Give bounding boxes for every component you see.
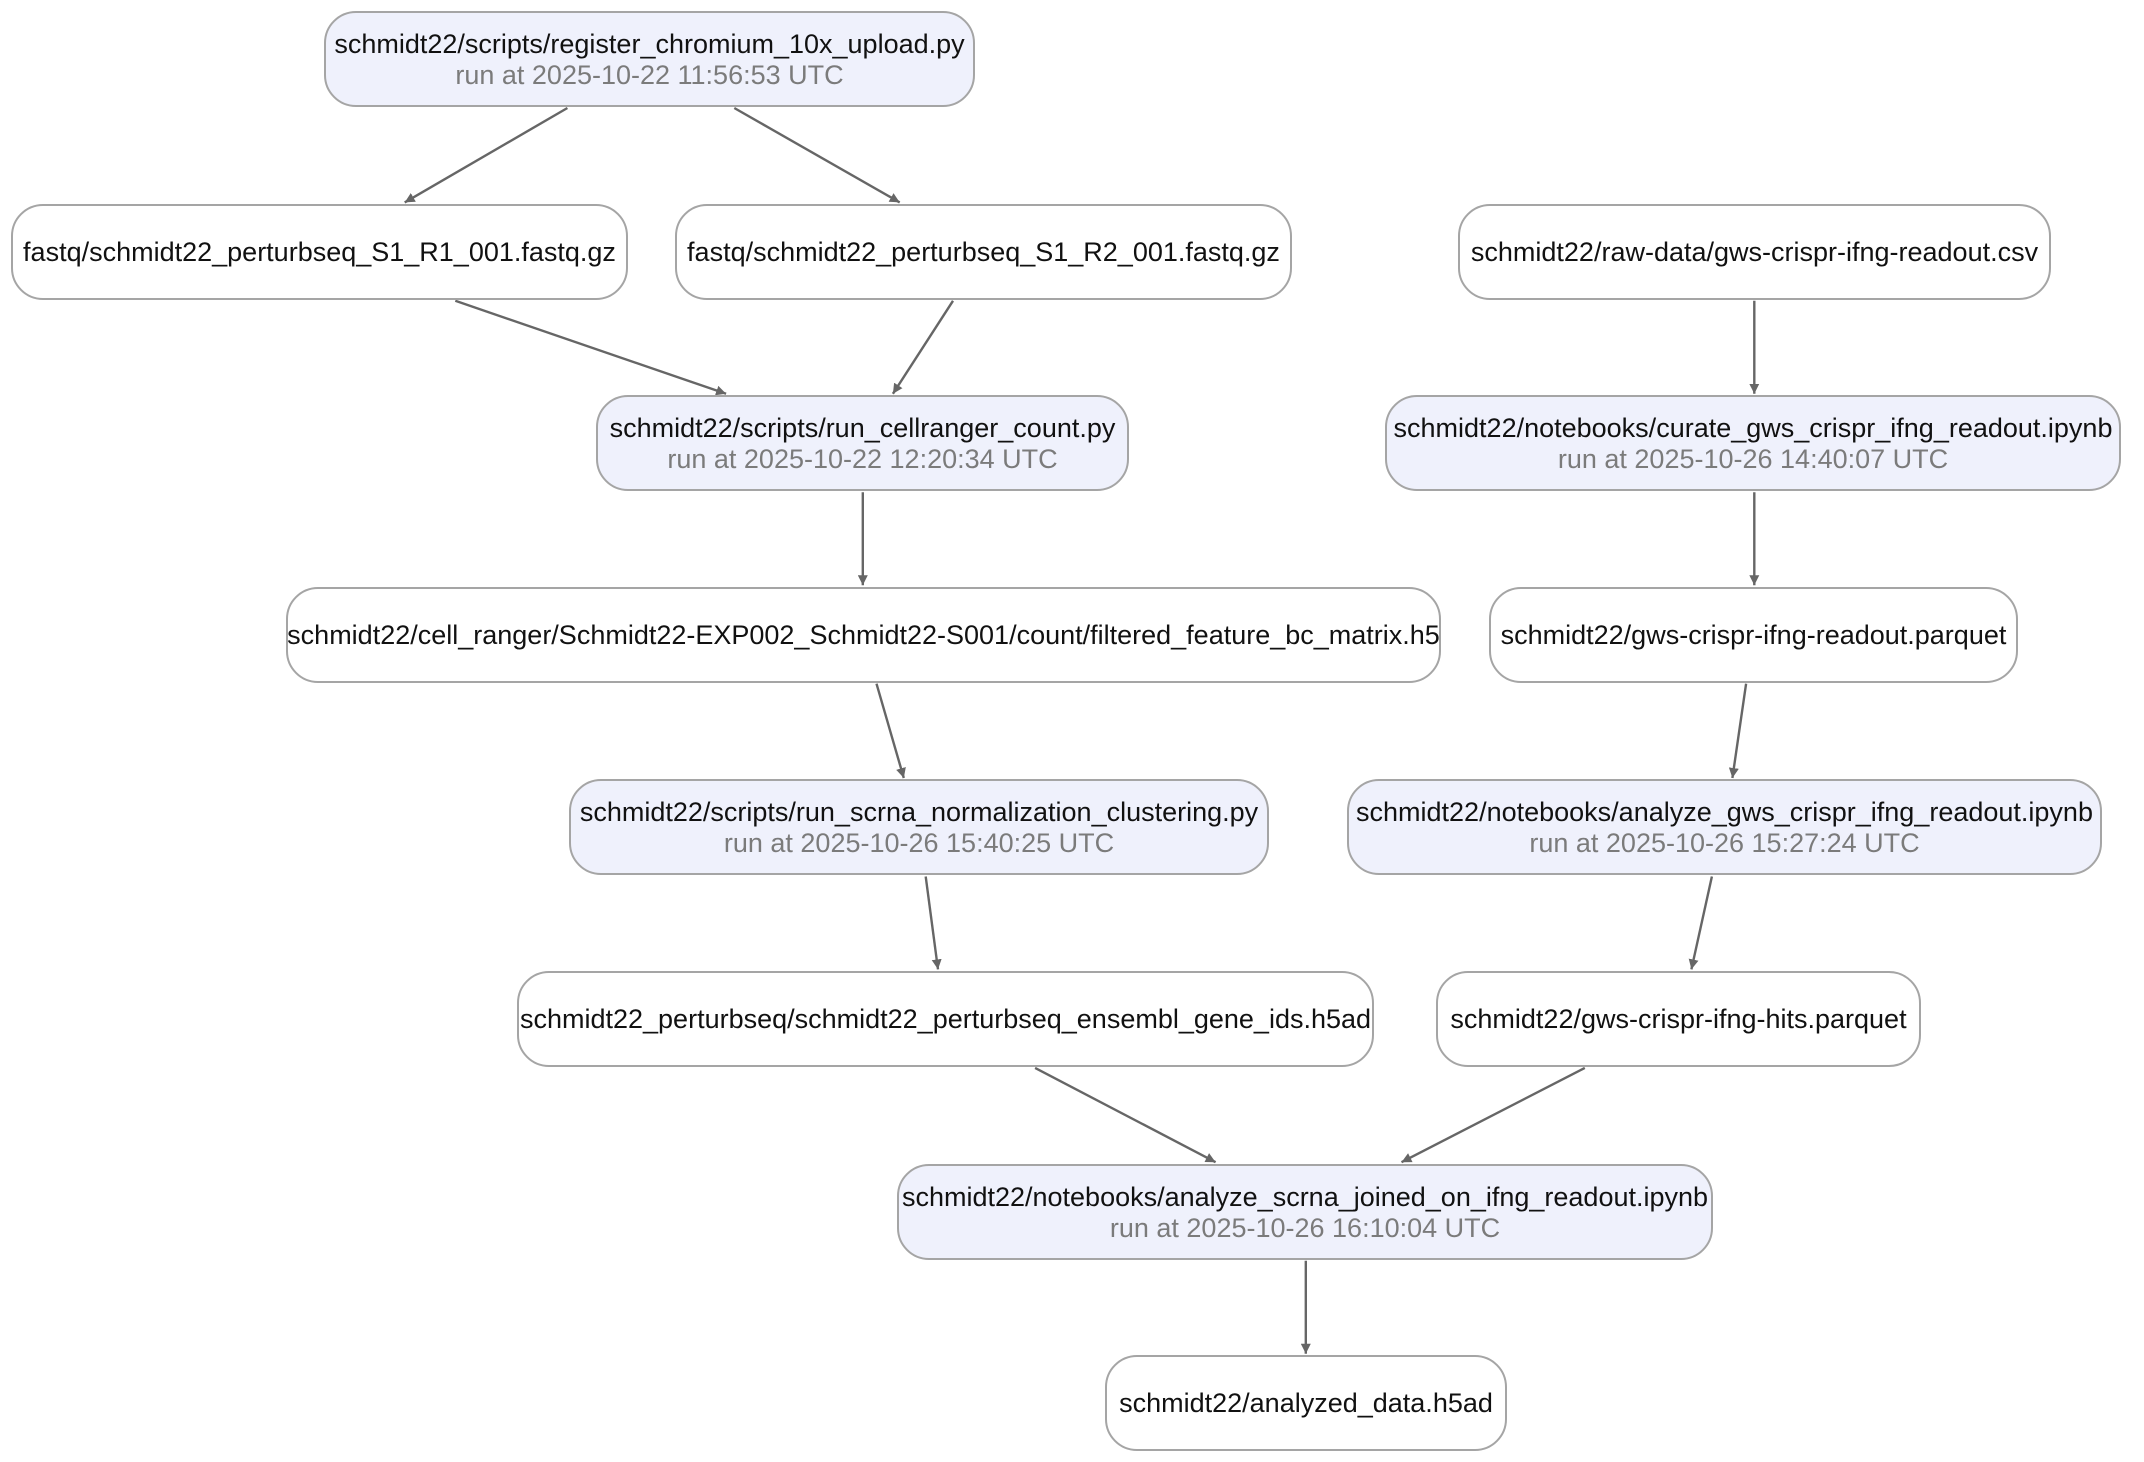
node-title: schmidt22/raw-data/gws-crispr-ifng-reado… (1470, 237, 2039, 267)
node-title: fastq/schmidt22_perturbseq_S1_R2_001.fas… (687, 237, 1280, 267)
artifact-node[interactable]: schmidt22_perturbseq/schmidt22_perturbse… (517, 971, 1374, 1067)
node-run-timestamp: run at 2025-10-22 11:56:53 UTC (455, 60, 844, 90)
edge-arrow (733, 106, 901, 204)
edge-arrow (1728, 683, 1748, 779)
node-title: schmidt22/notebooks/curate_gws_crispr_if… (1393, 413, 2113, 443)
run-node[interactable]: schmidt22/notebooks/analyze_gws_crispr_i… (1347, 779, 2102, 875)
edge-arrow (891, 300, 955, 395)
artifact-node[interactable]: fastq/schmidt22_perturbseq_S1_R2_001.fas… (675, 204, 1292, 300)
edge-arrow (875, 683, 906, 779)
node-title: fastq/schmidt22_perturbseq_S1_R1_001.fas… (23, 237, 616, 267)
node-title: schmidt22/scripts/register_chromium_10x_… (334, 29, 965, 59)
run-node[interactable]: schmidt22/notebooks/analyze_scrna_joined… (897, 1164, 1713, 1260)
artifact-node[interactable]: schmidt22/gws-crispr-ifng-readout.parque… (1489, 587, 2018, 683)
node-run-timestamp: run at 2025-10-22 12:20:34 UTC (667, 444, 1058, 474)
node-run-timestamp: run at 2025-10-26 15:40:25 UTC (723, 828, 1115, 858)
node-run-timestamp: run at 2025-10-26 16:10:04 UTC (1109, 1213, 1501, 1243)
artifact-node[interactable]: fastq/schmidt22_perturbseq_S1_R1_001.fas… (11, 204, 628, 300)
node-run-timestamp: run at 2025-10-26 15:27:24 UTC (1529, 828, 1920, 858)
artifact-node[interactable]: schmidt22/analyzed_data.h5ad (1105, 1355, 1507, 1451)
edge-arrow (1400, 1066, 1586, 1164)
run-node[interactable]: schmidt22/notebooks/curate_gws_crispr_if… (1385, 395, 2121, 491)
edge-arrow (1688, 876, 1714, 970)
artifact-node[interactable]: schmidt22/cell_ranger/Schmidt22-EXP002_S… (286, 587, 1441, 683)
node-run-timestamp: run at 2025-10-26 14:40:07 UTC (1557, 444, 1949, 474)
run-node[interactable]: schmidt22/scripts/register_chromium_10x_… (324, 11, 975, 107)
artifact-node[interactable]: schmidt22/raw-data/gws-crispr-ifng-reado… (1458, 204, 2051, 300)
edge-arrow (454, 299, 727, 396)
node-title: schmidt22_perturbseq/schmidt22_perturbse… (519, 1004, 1372, 1034)
node-title: schmidt22/analyzed_data.h5ad (1119, 1388, 1493, 1418)
edge-arrow (1034, 1066, 1217, 1164)
node-title: schmidt22/gws-crispr-ifng-hits.parquet (1450, 1004, 1907, 1034)
node-title: schmidt22/gws-crispr-ifng-readout.parque… (1500, 620, 2007, 650)
node-title: schmidt22/notebooks/analyze_gws_crispr_i… (1356, 797, 2093, 827)
node-title: schmidt22/scripts/run_scrna_normalizatio… (579, 797, 1259, 827)
edge-arrow (924, 876, 942, 970)
artifact-node[interactable]: schmidt22/gws-crispr-ifng-hits.parquet (1436, 971, 1921, 1067)
node-title: schmidt22/cell_ranger/Schmidt22-EXP002_S… (287, 620, 1440, 650)
node-title: schmidt22/notebooks/analyze_scrna_joined… (901, 1182, 1709, 1212)
run-node[interactable]: schmidt22/scripts/run_scrna_normalizatio… (569, 779, 1269, 875)
run-node[interactable]: schmidt22/scripts/run_cellranger_count.p… (596, 395, 1129, 491)
edge-arrow (404, 106, 569, 204)
node-title: schmidt22/scripts/run_cellranger_count.p… (609, 413, 1116, 443)
